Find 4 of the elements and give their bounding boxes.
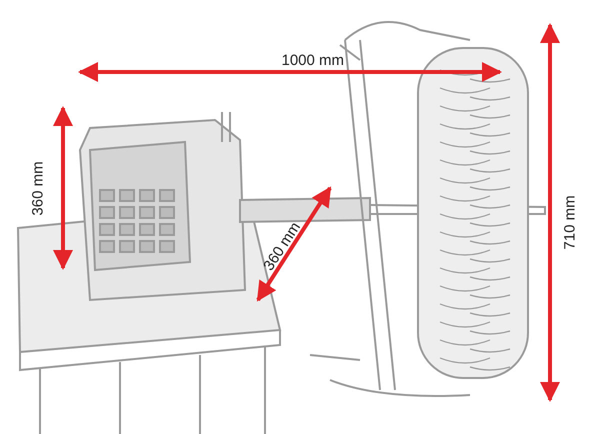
dimension-label: 710 mm xyxy=(562,194,578,250)
dimension-label: 1000 mm xyxy=(282,52,344,68)
dimension-label: 360 mm xyxy=(261,219,304,273)
dimension-label: 360 mm xyxy=(30,160,46,216)
